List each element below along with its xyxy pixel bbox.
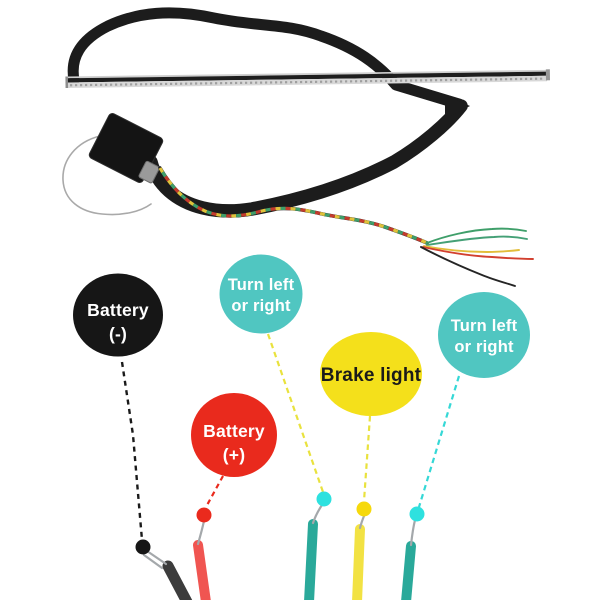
led-bar-body (67, 71, 547, 83)
wire-teal-2 (401, 541, 416, 600)
antenna-wire (62, 135, 152, 216)
callout-battery-positive-label-line2: (+) (223, 445, 245, 465)
wire-teal-1 (304, 519, 318, 600)
callout-brake-label: Brake light (321, 365, 422, 386)
terminal-dot-black (135, 539, 151, 555)
callout-battery-negative-label-line1: Battery (87, 300, 149, 320)
led-strip-assembly (62, 7, 550, 287)
led-bar (65, 69, 550, 89)
callout-turn-1-label-line1: Turn left (228, 276, 295, 294)
harness-end-yellow (423, 245, 520, 253)
harness-strand-green (158, 167, 428, 245)
callout-brake-bubble (320, 332, 422, 416)
harness-strand-yellow (158, 167, 428, 245)
ribbon-cable-upper (67, 7, 465, 110)
controller-box-connector (138, 160, 160, 184)
callout-battery-negative-label-line2: (-) (109, 324, 127, 344)
bare-tip-black-strand-1 (145, 549, 168, 566)
callout-turn-2-label-line2: or right (454, 338, 514, 356)
bare-tip-teal-1 (311, 503, 324, 525)
leader-line-turn-1 (266, 333, 325, 493)
terminal-dot-cyan-1 (316, 491, 332, 507)
callout-turn-left-right-1: Turn left or right (219, 254, 303, 334)
bare-tip-black-strand-2 (142, 553, 164, 570)
leader-line-battery-positive (205, 475, 224, 508)
terminal-dot-cyan-2 (409, 506, 425, 522)
ribbon-fold-tip (445, 95, 470, 119)
led-bar-right-cap (545, 69, 550, 81)
callout-battery-negative: Battery (-) (73, 273, 163, 357)
leader-line-turn-2 (417, 375, 461, 508)
callout-brake-light: Brake light (320, 332, 422, 416)
terminal-dot-yellow (356, 501, 372, 517)
led-bar-lens (67, 75, 548, 88)
led-bar-top-edge (67, 69, 547, 79)
wire-ends (135, 491, 425, 600)
harness-end-red (422, 246, 534, 260)
callout-battery-positive-bubble (191, 393, 277, 477)
bare-tip-yellow (358, 514, 366, 530)
controller-box (88, 112, 164, 184)
callout-battery-positive-label-line1: Battery (203, 421, 265, 441)
callout-turn-left-right-2: Turn left or right (438, 292, 530, 378)
callout-turn-1-bubble (219, 254, 303, 334)
bare-tip-teal-2 (409, 518, 417, 547)
ribbon-cable-lower (144, 99, 468, 218)
wire-red (193, 540, 211, 600)
leader-line-battery-negative (120, 361, 144, 541)
terminal-dot-red (196, 507, 212, 523)
wire-yellow (352, 524, 365, 600)
leader-line-brake (362, 415, 372, 502)
callout-turn-2-label-line1: Turn left (451, 317, 518, 335)
harness-end-green-1 (426, 227, 527, 244)
harness-end-black (420, 246, 516, 287)
harness-end-green-2 (426, 235, 528, 246)
wire-black (162, 560, 193, 600)
wire-harness-twisted (158, 166, 534, 287)
callout-turn-1-label-line2: or right (231, 297, 291, 315)
callout-bubbles: Battery (-) Turn left or right Battery (… (73, 254, 530, 477)
callout-battery-negative-bubble (73, 273, 163, 357)
bare-wire-tips (142, 503, 417, 570)
led-bar-led-dots (70, 77, 545, 87)
callout-battery-positive: Battery (+) (191, 393, 277, 477)
callout-turn-2-bubble (438, 292, 530, 378)
bare-tip-red (196, 519, 206, 546)
leader-lines (120, 333, 461, 541)
